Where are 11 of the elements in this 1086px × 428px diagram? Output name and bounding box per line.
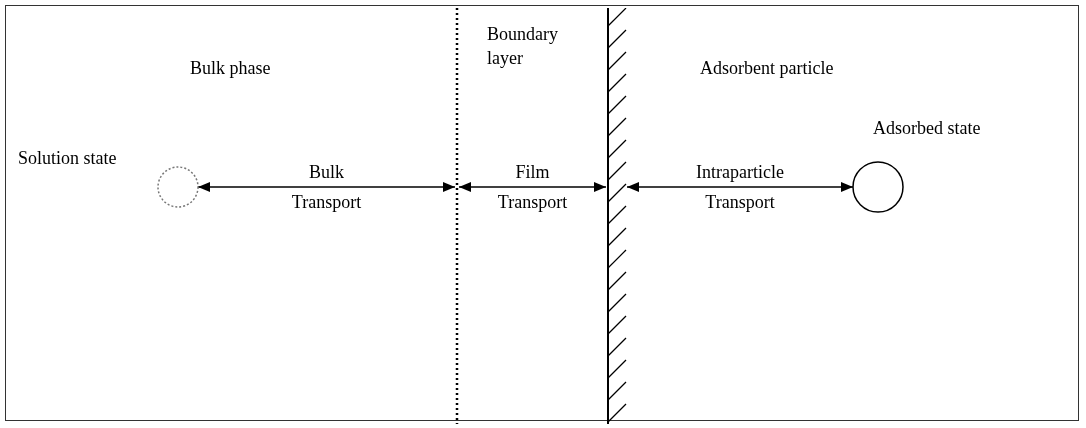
state-label: Solution state xyxy=(18,148,117,169)
state-label: Adsorbed state xyxy=(873,118,981,139)
double-headed-arrow xyxy=(458,182,607,192)
edge-label: Bulk Transport xyxy=(290,161,363,214)
region-label: Bulk phase xyxy=(190,57,271,80)
region-label: Boundary layer xyxy=(487,23,559,70)
edge-label: Film Transport xyxy=(496,161,569,214)
double-headed-arrow xyxy=(626,182,854,192)
double-headed-arrow xyxy=(197,182,456,192)
region-label: Adsorbent particle xyxy=(700,57,834,80)
edge-label: Intraparticle Transport xyxy=(695,161,785,214)
